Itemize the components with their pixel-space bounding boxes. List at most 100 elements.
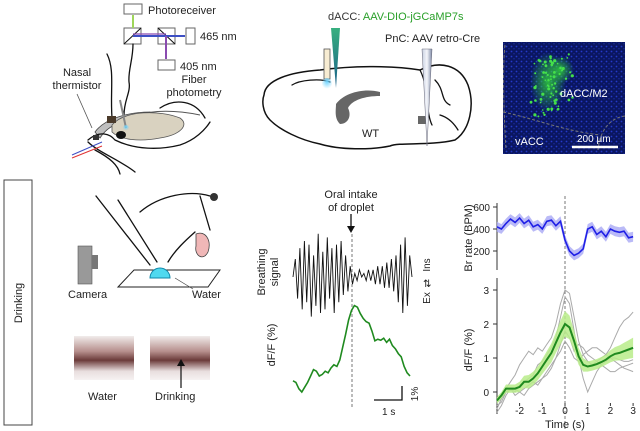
br-y-tick-label: 400 — [473, 225, 490, 236]
gfp-cell — [539, 101, 542, 104]
gfp-cell — [547, 85, 550, 88]
scale-time-label: 1 s — [382, 407, 395, 418]
gfp-cell — [553, 101, 557, 105]
gfp-cell — [558, 72, 561, 76]
ex-label: Ex — [422, 292, 433, 304]
brain-outline — [262, 64, 472, 150]
gfp-cell — [566, 57, 569, 59]
gfp-cell — [546, 73, 549, 77]
video-frame-water — [74, 336, 134, 380]
fiber-photometry-label-2: photometry — [166, 87, 222, 99]
fiber-photometry-setup: Photoreceiver 465 nm 405 nm Fiber photom… — [53, 3, 237, 175]
dff-trace — [292, 304, 411, 394]
frame-water-label: Water — [88, 391, 117, 403]
gfp-cell — [553, 82, 557, 85]
gfp-cell — [542, 63, 544, 66]
gfp-cell — [544, 79, 547, 81]
event-label-1: Oral intake — [324, 189, 377, 201]
gfp-cell — [546, 107, 550, 111]
gfp-cell — [543, 113, 546, 117]
gfp-cell — [551, 83, 554, 86]
gfp-cell — [556, 62, 559, 65]
led-405-label: 405 nm — [180, 61, 217, 73]
optic-fiber — [323, 48, 331, 80]
gfp-cell — [549, 75, 552, 78]
x-tick-label: 2 — [608, 406, 614, 417]
histology-micrograph: dACC/M2 vACC 200 μm — [502, 42, 626, 154]
breathing-trace — [292, 233, 413, 317]
x-tick-label: -1 — [538, 406, 547, 417]
gfp-cell — [549, 55, 552, 59]
gfp-cell — [534, 72, 537, 75]
gfp-cell — [559, 92, 563, 96]
gfp-cell — [534, 99, 537, 102]
injection-pnc-label: PnC: AAV retro-Cre — [385, 33, 480, 45]
brain-ventricle — [335, 90, 380, 124]
gfp-cell — [556, 108, 559, 111]
gfp-cell — [543, 60, 547, 64]
gfp-cell — [552, 75, 556, 79]
x-tick-label: 3 — [630, 406, 636, 417]
gfp-cell — [549, 96, 552, 98]
gfp-cell — [541, 109, 544, 111]
br-y-tick-label: 200 — [473, 247, 490, 258]
x-tick-label: -2 — [515, 406, 524, 417]
gfp-cell — [550, 109, 553, 112]
scale-bar-label: 200 μm — [577, 134, 611, 145]
region-vacc-label: vACC — [515, 136, 544, 148]
x-tick-label: 0 — [562, 406, 568, 417]
scale-dff-label: 1% — [410, 387, 421, 402]
dff-mean-line — [496, 322, 634, 402]
led-465-box — [185, 27, 196, 45]
br-y-label: Br rate (BPM) — [463, 204, 475, 271]
gfp-cell — [541, 92, 545, 96]
fiber-photometry-label-1: Fiber — [181, 74, 206, 86]
gfp-cell — [542, 111, 545, 114]
injection-dacc-label: dACC: AAV-DIO-jGCaMP7s — [328, 11, 464, 23]
camera-icon — [77, 245, 93, 285]
gfp-cell — [550, 78, 552, 81]
exhale-arrow — [71, 145, 103, 159]
gfp-cell — [550, 61, 554, 65]
water-label: Water — [192, 289, 221, 301]
dff-y-label: dF/F (%) — [463, 329, 475, 372]
gfp-cell — [560, 57, 563, 60]
gfp-cell — [561, 67, 565, 70]
camera-label: Camera — [68, 289, 108, 301]
x-tick-label: 1 — [585, 406, 591, 417]
gfp-cell — [555, 90, 558, 93]
x-axis-label: Time (s) — [545, 419, 585, 431]
gfp-cell — [553, 59, 557, 63]
gfp-cell — [552, 94, 555, 97]
dff-y-tick-label: 2 — [483, 320, 489, 331]
led-405-box — [157, 59, 176, 71]
gfp-cell — [560, 69, 564, 72]
gfp-cell — [569, 71, 572, 74]
gfp-cell — [547, 87, 551, 91]
event-label-2: of droplet — [328, 202, 374, 214]
gfp-cell — [542, 71, 545, 74]
photoreceiver-label: Photoreceiver — [148, 5, 216, 17]
mouse-head-illustration — [71, 99, 211, 175]
gfp-cell — [552, 87, 555, 90]
dff-label: dF/F (%) — [266, 324, 278, 367]
example-trial: Oral intake of droplet Breathing signal … — [256, 189, 433, 418]
condition-box — [3, 179, 33, 426]
gfp-cell — [554, 98, 558, 102]
drinking-setup: Camera Water Water Drinking — [68, 192, 221, 403]
dff-y-tick-label: 1 — [483, 354, 489, 365]
gfp-cell — [550, 107, 554, 111]
gfp-cell — [539, 98, 543, 101]
gfp-cell — [541, 76, 544, 78]
brain-schematic: dACC: AAV-DIO-jGCaMP7s PnC: AAV retro-Cr… — [262, 11, 480, 150]
gfp-cell — [533, 113, 537, 117]
frame-drinking-label: Drinking — [155, 391, 195, 403]
thermistor-label-1: Nasal — [63, 67, 91, 79]
gfp-cell — [570, 74, 574, 78]
dacc-injection-pipette — [331, 28, 340, 88]
br-y-tick-label: 600 — [473, 203, 490, 214]
inhale-arrow — [71, 141, 103, 156]
dff-y-tick-label: 0 — [483, 388, 489, 399]
gfp-cell — [550, 92, 553, 95]
